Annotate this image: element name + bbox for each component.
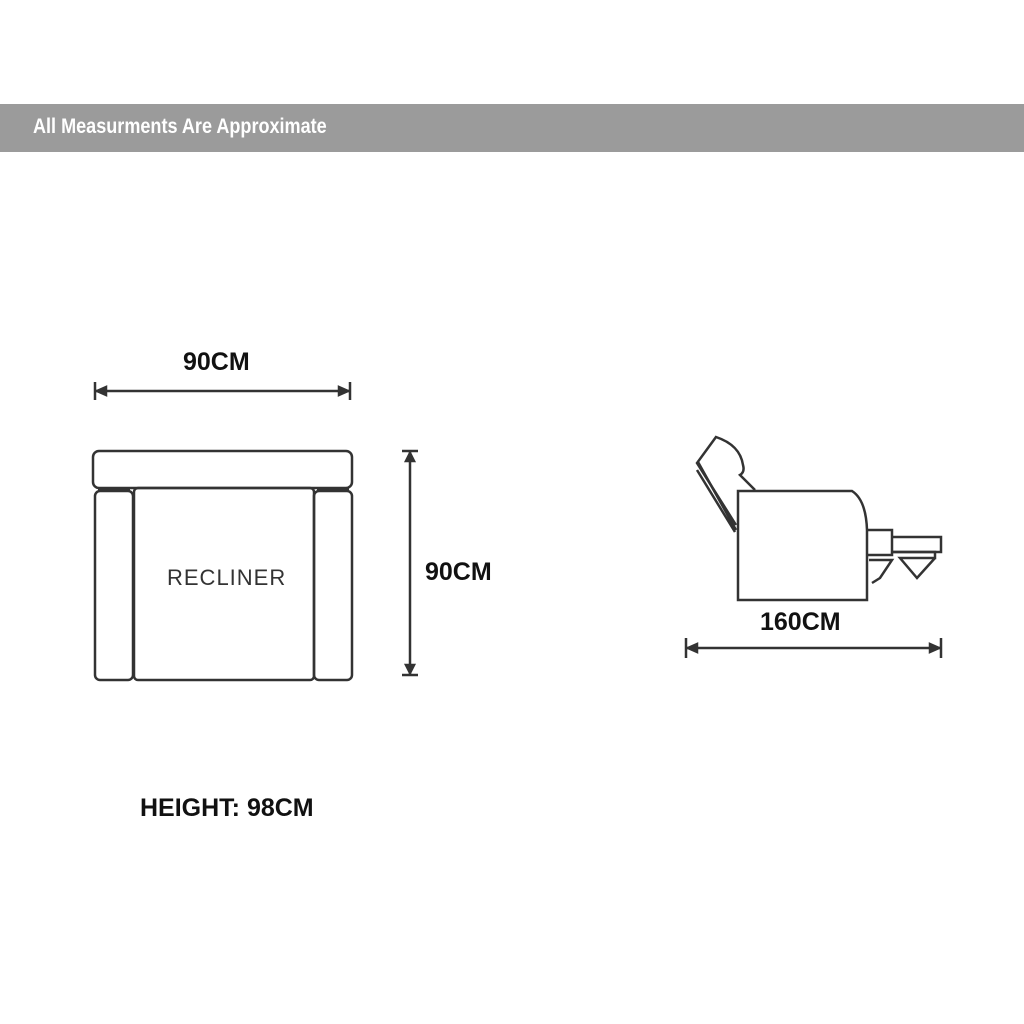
recliner-label: RECLINER [167, 565, 287, 590]
length-label: 160CM [760, 608, 841, 636]
depth-label: 90CM [425, 558, 492, 586]
depth-arrow [402, 449, 418, 677]
recliner-top-view [91, 449, 354, 682]
banner-text: All Measurments Are Approximate [33, 115, 327, 138]
header-banner: All Measurments Are Approximate [0, 104, 1024, 152]
recliner-side-view [695, 435, 943, 602]
length-arrow [684, 638, 943, 658]
width-arrow [93, 382, 352, 400]
width-label: 90CM [183, 348, 250, 376]
height-label: HEIGHT: 98CM [140, 794, 314, 822]
